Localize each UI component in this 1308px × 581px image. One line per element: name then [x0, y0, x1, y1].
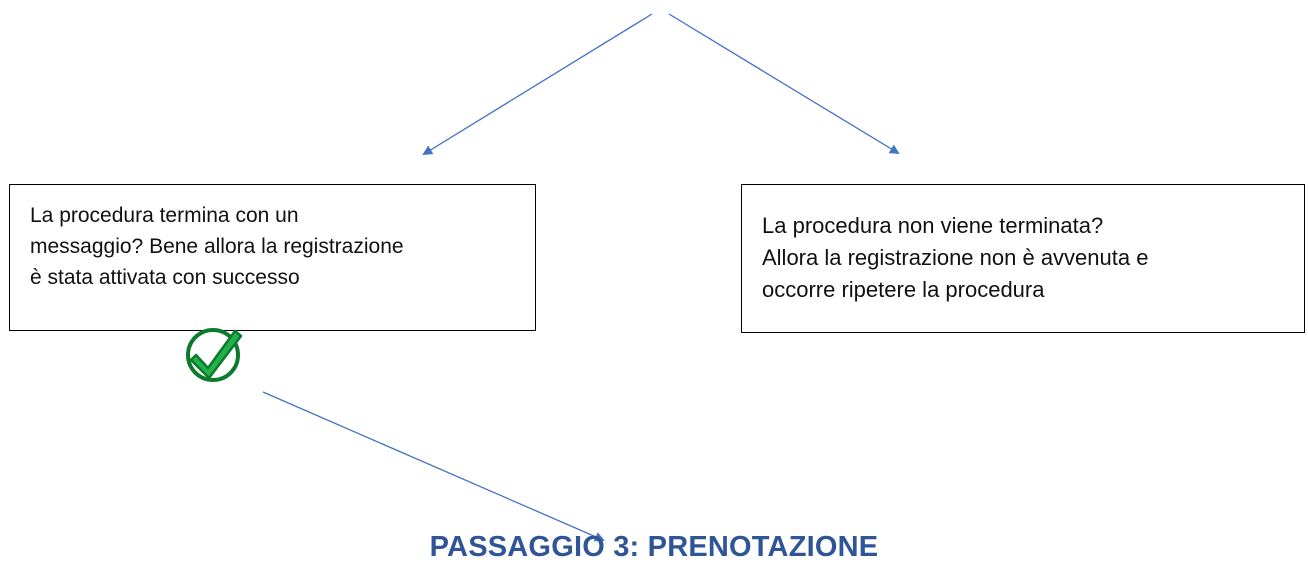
- success-outcome-line-2: messaggio? Bene allora la registrazione: [30, 235, 404, 258]
- arrow-to-step-title: [262, 391, 605, 542]
- step-title: PASSAGGIO 3: PRENOTAZIONE: [429, 531, 879, 563]
- arrow-to-right-box: [668, 13, 900, 155]
- failure-outcome-box: La procedura non viene terminata? Allora…: [741, 184, 1305, 333]
- failure-outcome-line-3: occorre ripetere la procedura: [762, 277, 1045, 302]
- success-outcome-line-3: è stata attivata con successo: [30, 266, 300, 289]
- failure-outcome-line-2: Allora la registrazione non è avvenuta e: [762, 245, 1149, 270]
- success-outcome-line-1: La procedura termina con un: [30, 204, 299, 227]
- arrow-to-left-box: [422, 13, 653, 156]
- success-outcome-box: La procedura termina con un messaggio? B…: [9, 184, 536, 331]
- failure-outcome-line-1: La procedura non viene terminata?: [762, 213, 1104, 238]
- check-mark-icon: [186, 328, 243, 382]
